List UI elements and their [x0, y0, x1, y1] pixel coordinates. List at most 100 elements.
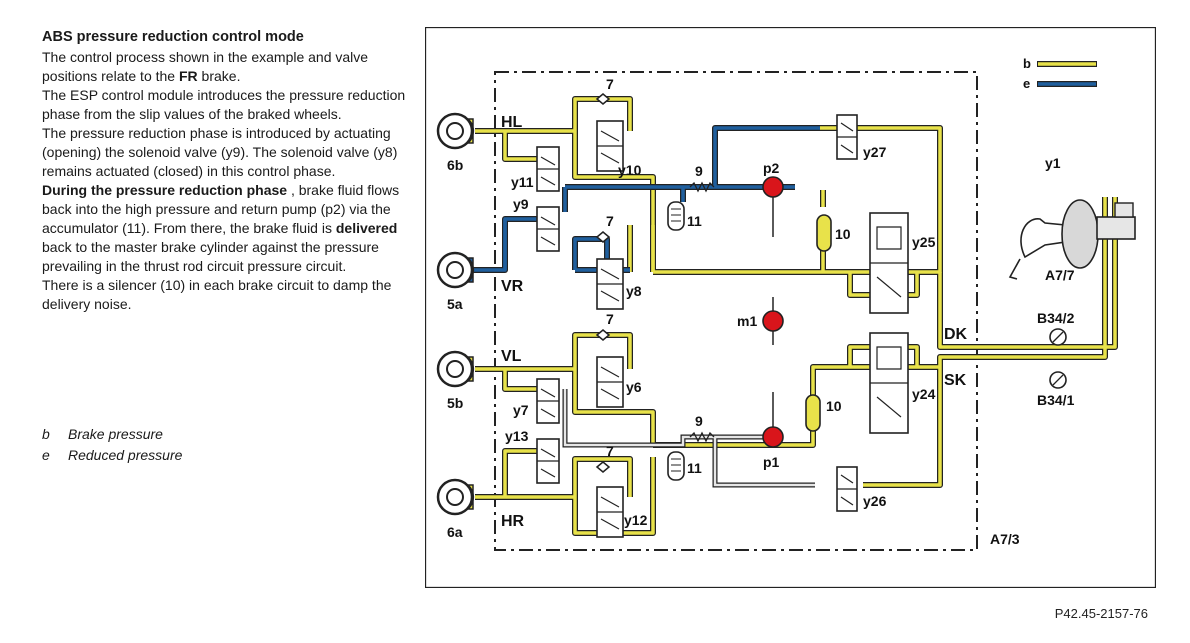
orifice-9-upper: [689, 181, 715, 193]
wheel-5a: [436, 251, 475, 289]
label-5b: 5b: [447, 395, 463, 411]
paragraph-1: The control process shown in the example…: [42, 48, 412, 86]
legend-row-e: e Reduced pressure: [42, 445, 182, 466]
silencer-10-lower: [805, 394, 821, 432]
label-10b: 10: [826, 398, 842, 414]
wheel-6b-hub: [446, 122, 464, 140]
valve-internals: [537, 122, 908, 530]
legend-key: e: [42, 447, 50, 463]
label-5a: 5a: [447, 296, 463, 312]
diagram-labels: 6b 5a 5b 6a HL VR VL HR y11 y9 y7 y13 y1…: [447, 76, 1075, 547]
label-vl: VL: [501, 348, 522, 365]
legend-b-label: b: [1023, 56, 1031, 71]
section-title: ABS pressure reduction control mode: [42, 29, 304, 45]
label-9a: 9: [695, 163, 703, 179]
master-cylinder: [1096, 216, 1136, 240]
label-y27: y27: [863, 144, 887, 160]
label-dk: DK: [944, 326, 968, 343]
fr-brake-label: FR: [178, 68, 198, 84]
diagram-border: [425, 27, 1156, 588]
label-y8: y8: [626, 283, 642, 299]
label-b342: B34/2: [1037, 310, 1075, 326]
p4-text: , brake fluid flows back into the high p…: [42, 182, 400, 236]
pump-p2-body: [762, 176, 784, 198]
accumulator-11-lower-spring: [671, 458, 681, 472]
accumulators: [667, 201, 685, 481]
paragraph-4: During the pressure reduction phase , br…: [42, 181, 412, 276]
wheel-6a-hub: [446, 488, 464, 506]
label-y25: y25: [912, 234, 936, 250]
accumulator-11-lower: [667, 451, 685, 481]
paragraph-2: The ESP control module introduces the pr…: [42, 87, 406, 122]
legend-e-label: e: [1023, 76, 1030, 91]
sensor-b342-needle: [1052, 331, 1064, 343]
description-text: ABS pressure reduction control mode The …: [42, 28, 412, 314]
label-y6: y6: [626, 379, 642, 395]
label-m1: m1: [737, 313, 757, 329]
label-vr: VR: [501, 278, 524, 295]
label-7b: 7: [606, 213, 614, 229]
legend-key: b: [42, 426, 50, 442]
label-7d: 7: [606, 443, 614, 459]
caliper-6b: [466, 118, 475, 144]
label-11a: 11: [687, 213, 702, 229]
legend-label: Reduced pressure: [68, 447, 183, 463]
label-p2: p2: [763, 160, 780, 176]
paragraph-3: The pressure reduction phase is introduc…: [42, 125, 398, 179]
label-7a: 7: [606, 76, 614, 92]
motor-m1: [762, 297, 784, 345]
phase-heading: During the pressure reduction phase: [42, 182, 288, 198]
label-7c: 7: [606, 311, 614, 327]
p1-end: brake.: [197, 68, 241, 84]
wheel-5b-hub: [446, 360, 464, 378]
label-hr: HR: [501, 513, 525, 530]
return-lines: [563, 389, 815, 487]
pump-p1: [762, 392, 784, 448]
check-valves: [595, 93, 611, 473]
label-9b: 9: [695, 413, 703, 429]
motor-m1-body: [762, 310, 784, 332]
wheel-5b: [436, 350, 475, 388]
check-valve-7b: [595, 231, 611, 243]
caliper-5b: [466, 356, 475, 382]
label-y10: y10: [618, 162, 642, 178]
brake-booster-a77: [1008, 199, 1136, 280]
reservoir: [1114, 202, 1134, 218]
label-a73: A7/3: [990, 531, 1020, 547]
label-y26: y26: [863, 493, 887, 509]
label-b341: B34/1: [1037, 392, 1075, 408]
hydraulic-unit-boundary: [494, 71, 978, 551]
label-sk: SK: [944, 372, 967, 389]
label-y11: y11: [511, 174, 534, 190]
legend-label: Brake pressure: [68, 426, 163, 442]
check-valve-7d: [595, 461, 611, 473]
figure-code: P42.45-2157-76: [1054, 606, 1148, 621]
wheel-6a: [436, 478, 475, 516]
text-legend: b Brake pressure e Reduced pressure: [42, 424, 182, 466]
booster-body: [1061, 199, 1099, 269]
pump-p2: [762, 176, 784, 237]
label-y24: y24: [912, 386, 936, 402]
orifice-9-lower: [689, 431, 715, 443]
label-a77: A7/7: [1045, 267, 1075, 283]
check-valve-7a: [595, 93, 611, 105]
label-hl: HL: [501, 114, 523, 131]
caliper-6a: [466, 484, 475, 510]
label-11b: 11: [687, 460, 702, 476]
label-6b: 6b: [447, 157, 463, 173]
label-y7: y7: [513, 402, 529, 418]
sensor-b341-needle: [1052, 374, 1064, 386]
pump-p1-body: [762, 426, 784, 448]
label-y12: y12: [624, 512, 648, 528]
accumulator-11-upper: [667, 201, 685, 231]
wheel-5a-hub: [446, 261, 464, 279]
pedal-arm: [1008, 258, 1021, 280]
label-y13: y13: [505, 428, 529, 444]
check-valve-7c: [595, 329, 611, 341]
p4-end: back to the master brake cylinder agains…: [42, 239, 379, 274]
silencer-10-upper: [816, 214, 832, 252]
delivered-word: delivered: [335, 220, 398, 236]
label-10a: 10: [835, 226, 851, 242]
label-y1: y1: [1045, 155, 1061, 171]
wheel-6b: [436, 112, 475, 150]
